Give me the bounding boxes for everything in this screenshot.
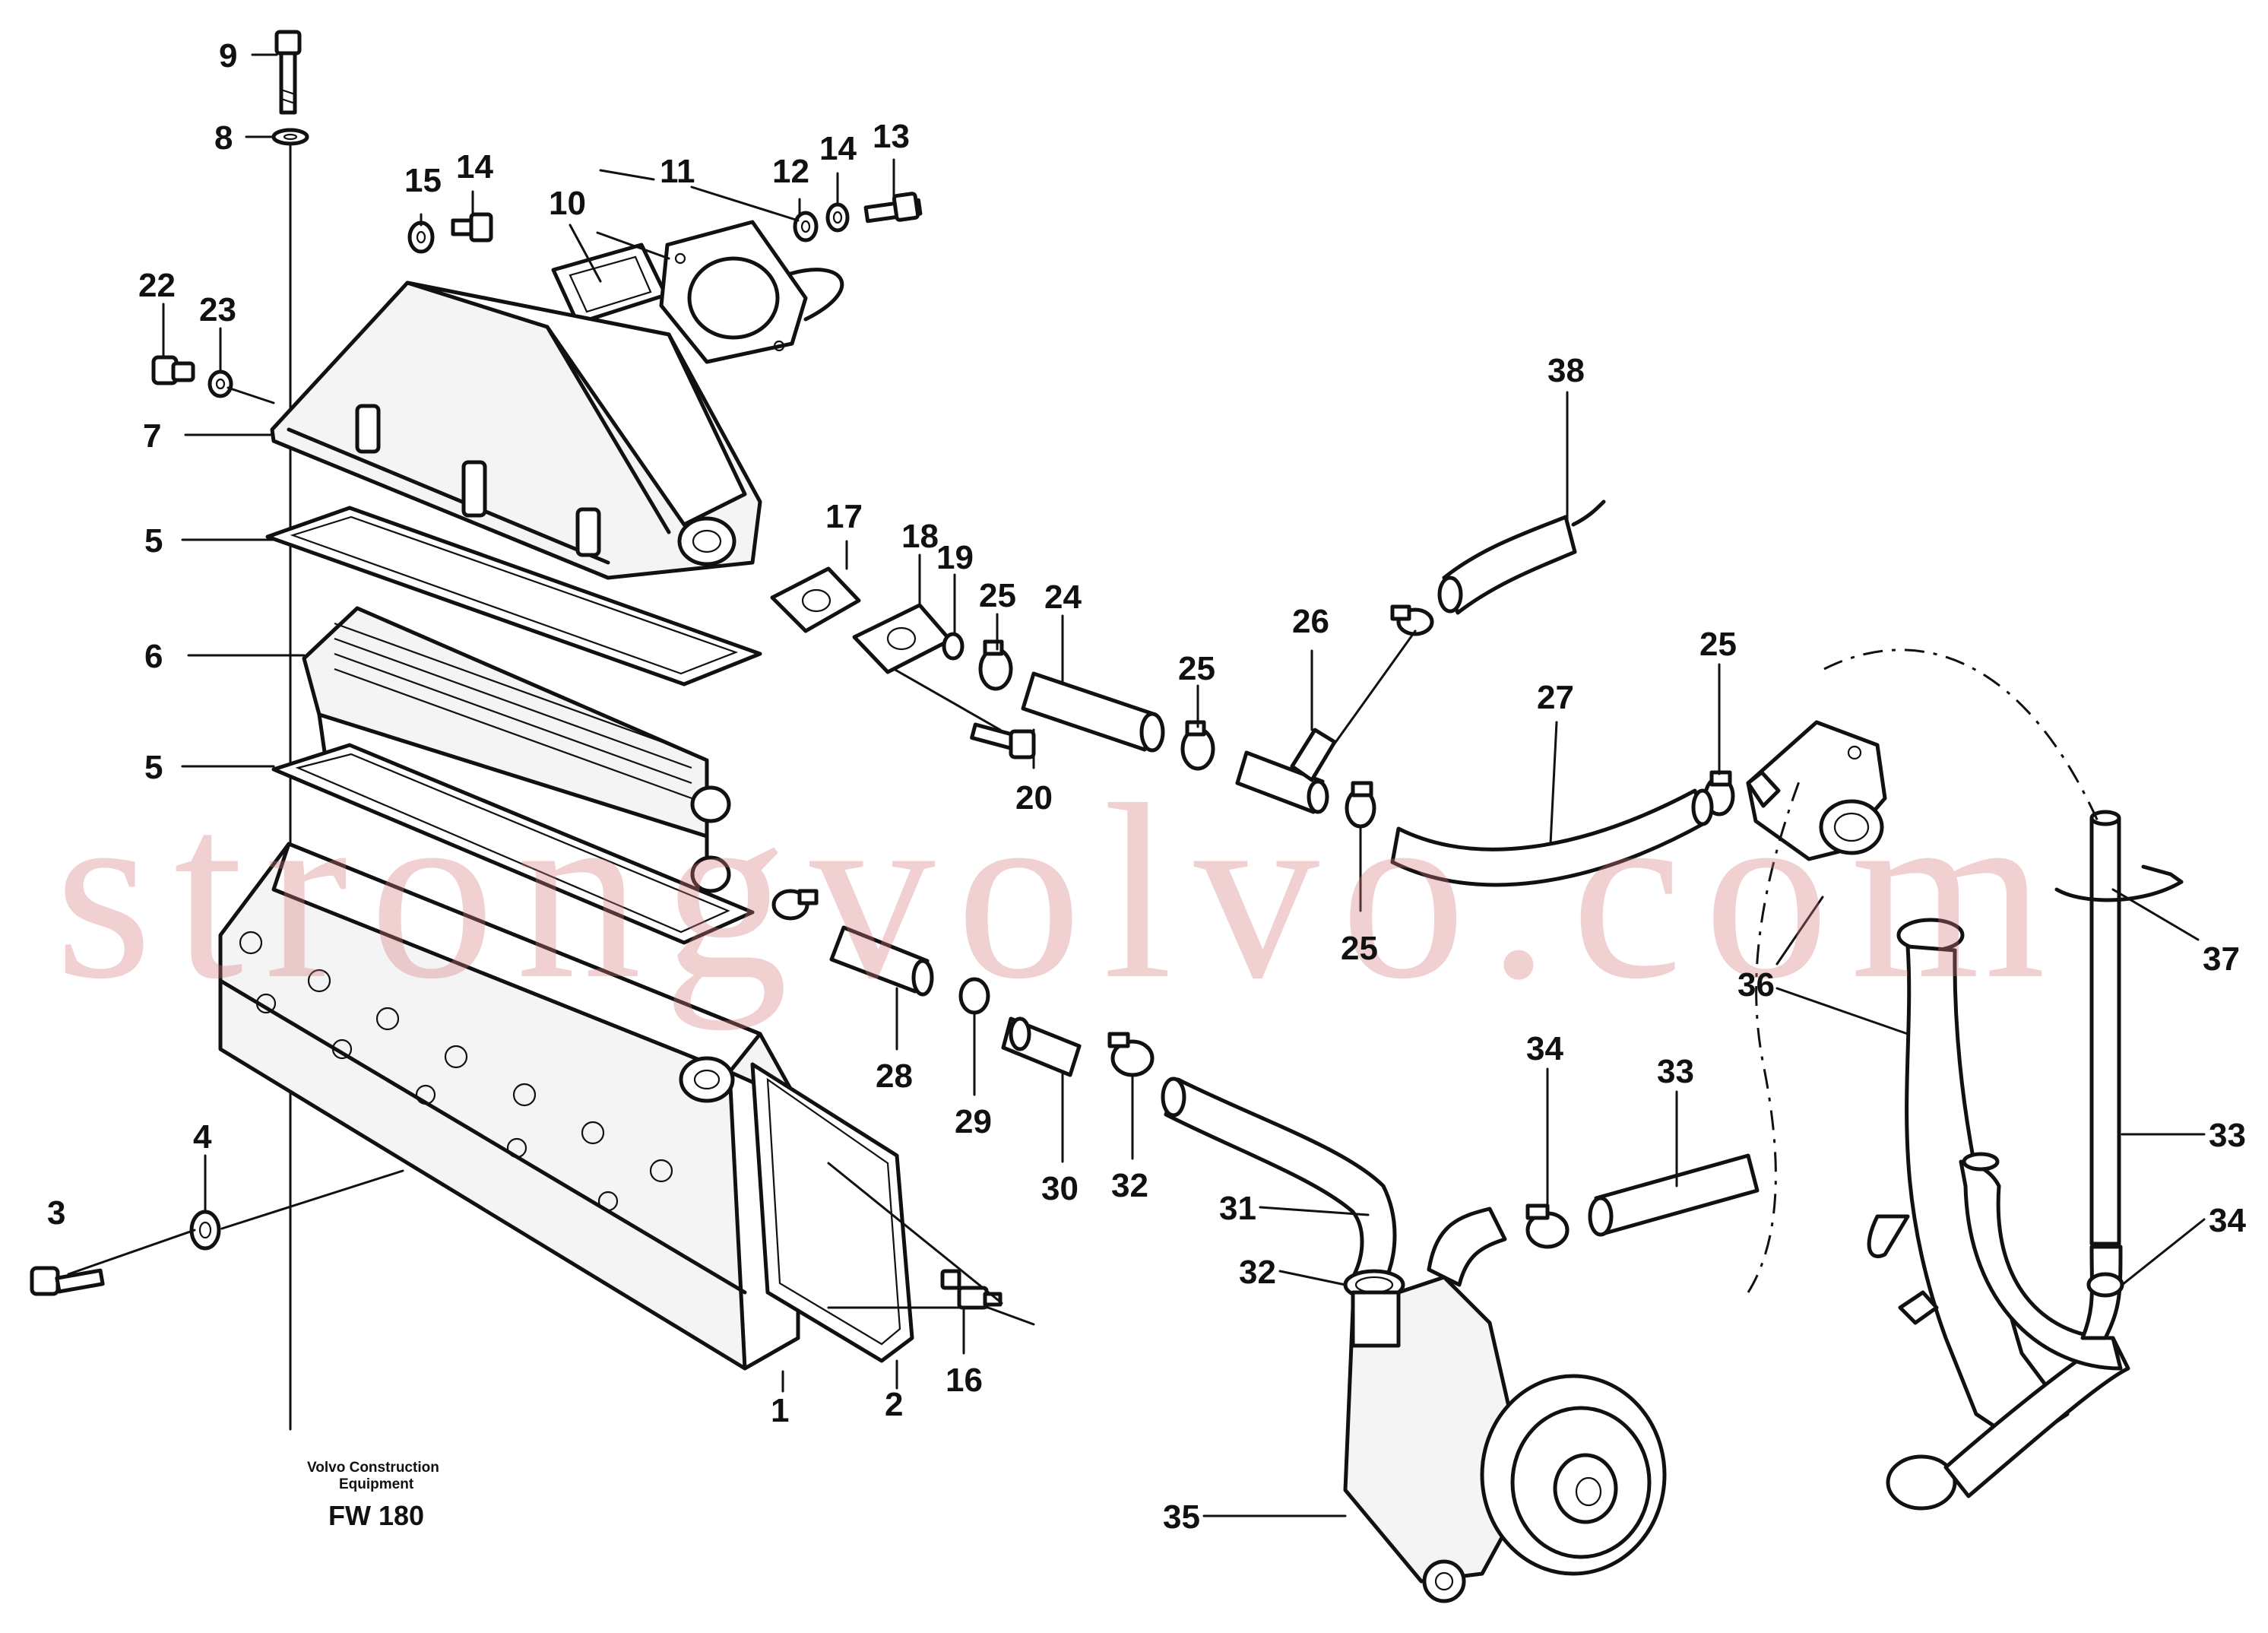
- callout-6: 6: [144, 638, 163, 675]
- callout-11: 11: [660, 153, 695, 190]
- callout-30: 30: [1041, 1170, 1079, 1207]
- guide-line-35a: [1747, 775, 1803, 1293]
- callout-17: 16: [946, 1362, 983, 1399]
- watermark-text: strongvolvo.com: [55, 753, 2067, 1031]
- callout-32a: 32: [1111, 1167, 1148, 1204]
- flange-18-part: [770, 566, 861, 633]
- callout-3: 3: [47, 1194, 65, 1232]
- plug-22-part: [151, 355, 195, 385]
- gasket-2-part: [750, 1062, 914, 1363]
- gasket-5-lower-part: [271, 743, 755, 945]
- caption-company: Volvo Construction: [307, 1460, 439, 1476]
- pipe-35-part: [1867, 918, 2130, 1511]
- callout-16: 15: [404, 162, 442, 199]
- callout-25d: 25: [1699, 626, 1737, 663]
- bolt-15-part: [451, 212, 493, 243]
- callout-19: 18: [901, 518, 939, 555]
- callout-5-upper: 5: [144, 522, 163, 560]
- callout-14: 14: [819, 130, 857, 167]
- callout-2: 2: [885, 1386, 903, 1423]
- bolt-13-part: [863, 192, 923, 224]
- clamp-28-part: [771, 889, 819, 921]
- bolt-3-part: [30, 1266, 105, 1296]
- water-pump-37-part: [1343, 1207, 1667, 1603]
- callout-8: 8: [214, 119, 233, 157]
- sensor-17-part: [940, 1269, 1003, 1310]
- callout-29: 29: [955, 1103, 992, 1140]
- callout-7: 7: [143, 417, 161, 455]
- callout-1: 1: [771, 1392, 789, 1429]
- clamp-36-part: [2054, 864, 2184, 902]
- callout-25a: 25: [979, 577, 1016, 614]
- callout-24: 24: [1044, 579, 1082, 616]
- clamp-25a-part: [978, 639, 1013, 691]
- callout-26: 26: [1292, 603, 1329, 640]
- callout-27: 27: [1537, 679, 1574, 716]
- callout-9: 9: [219, 37, 237, 75]
- callout-38: 38: [1547, 352, 1585, 389]
- callout-15: 14: [456, 148, 493, 185]
- callout-18: 17: [825, 498, 863, 535]
- callout-34b: 34: [2209, 1202, 2246, 1239]
- callout-10: 10: [549, 185, 586, 222]
- washer-12-part: [793, 211, 819, 243]
- bolt-21-part: [970, 722, 1036, 759]
- callout-33b: 33: [2209, 1117, 2246, 1154]
- washer-23-part: [207, 369, 233, 398]
- gasket-10-part: [551, 243, 668, 325]
- washer-16-part: [407, 220, 435, 254]
- hose-27-part: [1390, 788, 1714, 887]
- hose-28-part: [829, 925, 934, 997]
- flange-19-part: [852, 603, 952, 674]
- callout-22: 22: [138, 267, 176, 304]
- fitting-30-part: [1001, 1016, 1082, 1077]
- clamp-38-part: [1390, 604, 1434, 636]
- callout-25c: 25: [1341, 930, 1378, 967]
- callout-20: 19: [936, 539, 974, 576]
- callout-12: 12: [772, 153, 809, 190]
- callout-33a: 33: [1657, 1053, 1694, 1090]
- hose-31-part: [1161, 1077, 1397, 1287]
- hose-38-part: [1437, 499, 1606, 615]
- clamp-25b-part: [1180, 720, 1215, 771]
- callout-5-lower: 5: [144, 749, 163, 786]
- washer-20-part: [942, 632, 965, 661]
- washer-8-part: [271, 128, 309, 146]
- leader-lines: [67, 53, 2206, 1517]
- callout-34a: 34: [1526, 1030, 1563, 1067]
- callout-25b: 25: [1178, 650, 1215, 687]
- callout-35: 36: [1737, 966, 1775, 1004]
- hose-33-lower-part: [1588, 1153, 1760, 1237]
- callout-31: 31: [1219, 1190, 1256, 1227]
- callout-4: 4: [193, 1118, 212, 1156]
- caption-sub: Equipment: [339, 1476, 414, 1492]
- clamp-34b-part: [2086, 1272, 2124, 1298]
- flange-11-part: [659, 220, 844, 364]
- callout-36: 37: [2203, 940, 2240, 978]
- tee-26-part: [1235, 728, 1337, 814]
- washer-14-part: [825, 202, 850, 233]
- callout-labels: 9 8 15 14 10 11 12 14 13 22 23 7 5 6 5 3…: [47, 37, 2246, 1536]
- callout-13: 13: [873, 118, 910, 155]
- manifold-cover-7-part: [270, 281, 762, 580]
- clamp-34a-part: [1525, 1203, 1570, 1249]
- bolt-9-part: [274, 30, 302, 115]
- callout-23: 23: [199, 291, 236, 328]
- thermostat-housing-35-part: [1746, 720, 1887, 861]
- callout-28: 28: [876, 1057, 913, 1095]
- callout-37: 35: [1163, 1498, 1200, 1536]
- clamp-25c-part: [1345, 781, 1376, 829]
- callout-32b: 32: [1239, 1254, 1276, 1291]
- gasket-5-upper-part: [265, 506, 762, 686]
- hose-24-part: [1021, 671, 1165, 753]
- clamp-32a-part: [1107, 1032, 1155, 1077]
- clamp-29-part: [958, 977, 990, 1015]
- callout-21: 20: [1015, 779, 1053, 816]
- drawing-caption: Volvo Construction Equipment FW 180: [307, 1460, 439, 1531]
- drawing-code: FW 180: [328, 1500, 424, 1531]
- manifold-bolt-holes: [239, 931, 673, 1212]
